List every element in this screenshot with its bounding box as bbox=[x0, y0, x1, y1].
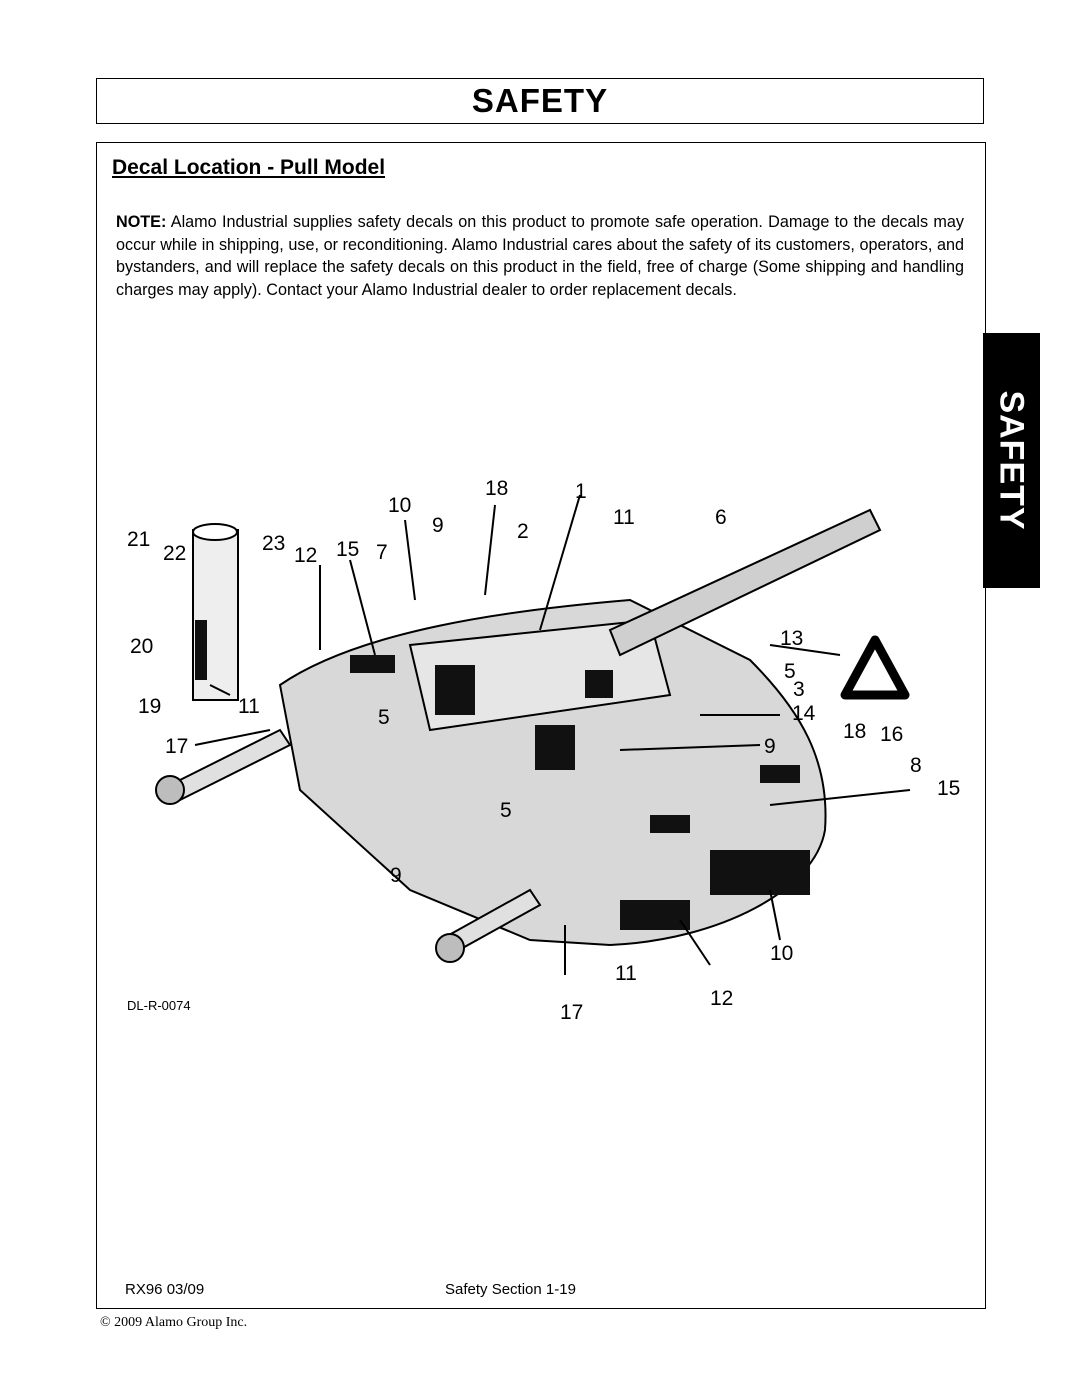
callout-number: 5 bbox=[784, 660, 796, 683]
decal-location-diagram: 10 18 1 9 2 11 6 21 22 23 12 15 7 20 13 … bbox=[127, 477, 960, 1024]
callout-number: 20 bbox=[130, 635, 153, 658]
callout-number: 2 bbox=[517, 520, 529, 543]
callout-number: 21 bbox=[127, 528, 150, 551]
callout-number: 16 bbox=[880, 723, 903, 746]
callout-number: 7 bbox=[376, 541, 388, 564]
drawing-id: DL-R-0074 bbox=[127, 998, 191, 1013]
section-side-tab: SAFETY bbox=[983, 333, 1040, 588]
pivot-tube bbox=[192, 529, 239, 701]
leader-line bbox=[209, 684, 231, 696]
footer-page-number: Safety Section 1-19 bbox=[445, 1281, 576, 1298]
callout-number: 18 bbox=[485, 477, 508, 500]
callout-number: 18 bbox=[843, 720, 866, 743]
callout-number: 22 bbox=[163, 542, 186, 565]
wheel-hub-left bbox=[155, 775, 185, 805]
callout-number: 10 bbox=[388, 494, 411, 517]
callout-number: 6 bbox=[715, 506, 727, 529]
wheel-hub-right bbox=[435, 933, 465, 963]
callout-number: 14 bbox=[792, 702, 816, 725]
leader-line bbox=[404, 519, 416, 601]
section-title: Decal Location - Pull Model bbox=[112, 156, 386, 179]
callout-number: 12 bbox=[294, 544, 317, 567]
callout-number: 11 bbox=[615, 962, 637, 985]
callout-number: 3 bbox=[793, 678, 805, 701]
decal-block bbox=[760, 765, 800, 783]
decal-block bbox=[650, 815, 690, 833]
callout-number: 13 bbox=[780, 627, 803, 650]
callout-number: 5 bbox=[378, 706, 390, 729]
callout-number: 19 bbox=[138, 695, 161, 718]
leader-line bbox=[194, 729, 271, 746]
note-label: NOTE: bbox=[116, 213, 167, 231]
note-paragraph: NOTE: Alamo Industrial supplies safety d… bbox=[116, 211, 964, 301]
callout-number: 1 bbox=[575, 480, 587, 503]
callout-number: 11 bbox=[613, 506, 635, 529]
leader-line bbox=[679, 919, 711, 966]
callout-number: 15 bbox=[937, 777, 960, 800]
decal-block bbox=[350, 655, 395, 673]
callout-number: 23 bbox=[262, 532, 285, 555]
leader-line bbox=[539, 494, 581, 631]
callout-number: 15 bbox=[336, 538, 359, 561]
leader-line bbox=[769, 789, 911, 806]
leader-line bbox=[769, 644, 841, 656]
leader-line bbox=[769, 889, 781, 941]
pivot-tube-top bbox=[192, 523, 238, 541]
decal-block bbox=[535, 725, 575, 770]
decal-block bbox=[710, 850, 810, 895]
callout-number: 8 bbox=[910, 754, 922, 777]
decal-block bbox=[585, 670, 613, 698]
decal-block bbox=[435, 665, 475, 715]
decal-block bbox=[620, 900, 690, 930]
page-header: SAFETY bbox=[96, 78, 984, 124]
callout-number: 17 bbox=[560, 1001, 583, 1024]
leader-line bbox=[619, 744, 761, 751]
callout-number: 9 bbox=[390, 864, 402, 887]
drive-shaft bbox=[608, 508, 882, 657]
leader-line bbox=[349, 559, 376, 656]
callout-number: 12 bbox=[710, 987, 733, 1010]
leader-line bbox=[484, 504, 496, 596]
note-text: Alamo Industrial supplies safety decals … bbox=[116, 213, 964, 299]
copyright: © 2009 Alamo Group Inc. bbox=[100, 1315, 248, 1330]
header-title: SAFETY bbox=[471, 82, 609, 119]
callout-number: 10 bbox=[770, 942, 793, 965]
callout-number: 11 bbox=[238, 695, 260, 718]
side-tab-label: SAFETY bbox=[993, 390, 1031, 531]
callout-number: 5 bbox=[500, 799, 512, 822]
decal-block bbox=[195, 620, 207, 680]
mower-deck-outline bbox=[278, 598, 827, 947]
callout-number: 17 bbox=[165, 735, 188, 758]
callout-number: 9 bbox=[432, 514, 444, 537]
content-frame bbox=[96, 142, 986, 1309]
callout-number: 9 bbox=[764, 735, 776, 758]
footer-model: RX96 03/09 bbox=[125, 1281, 205, 1298]
smv-sign bbox=[840, 635, 910, 700]
